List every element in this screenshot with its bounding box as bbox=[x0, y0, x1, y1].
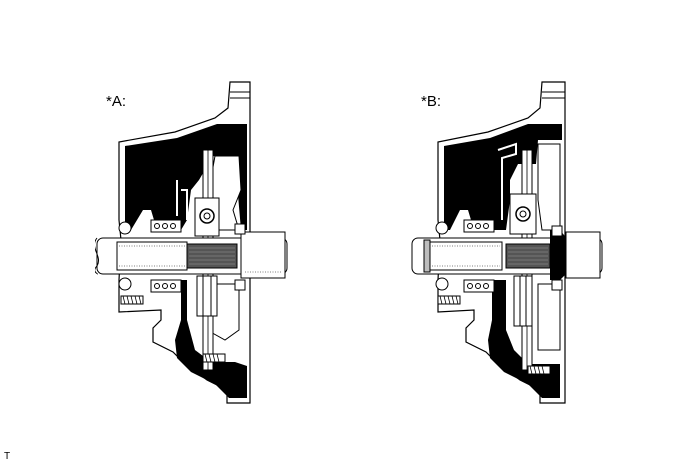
cross-section-diagram-a bbox=[95, 81, 288, 404]
cross-section-diagram-b bbox=[411, 81, 603, 404]
figure-label-a: *A: bbox=[106, 93, 127, 110]
corner-mark: T bbox=[4, 451, 11, 462]
figure-label-b: *B: bbox=[421, 93, 442, 110]
